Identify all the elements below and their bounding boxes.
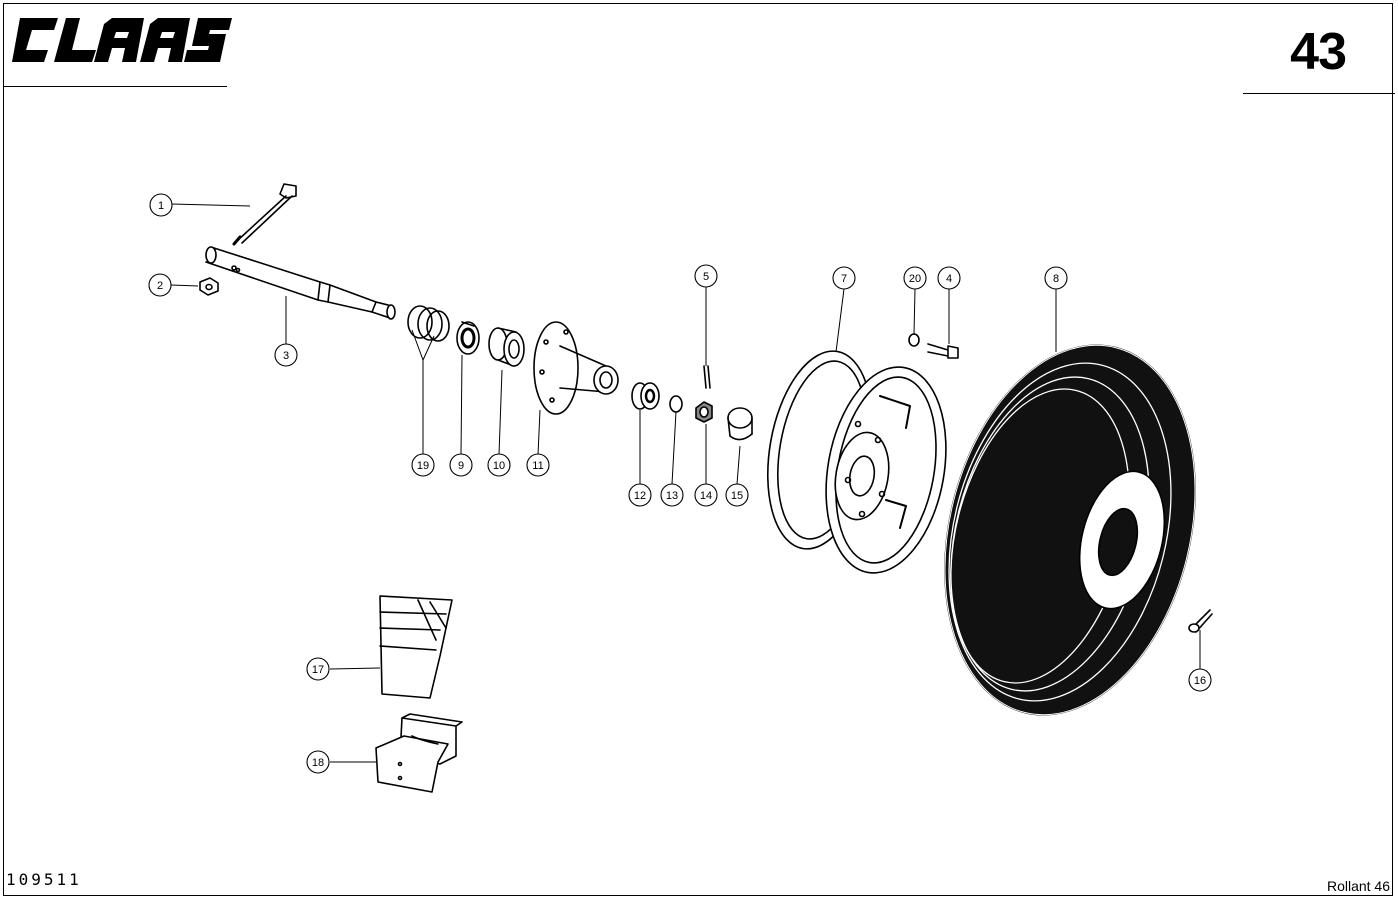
callout-17: 17 [306, 657, 330, 681]
callout-10: 10 [487, 453, 511, 477]
svg-text:11: 11 [532, 460, 543, 472]
svg-text:13: 13 [666, 490, 678, 502]
callout-4: 4 [937, 266, 961, 290]
callout-11: 11 [526, 453, 550, 477]
callout-3: 3 [274, 343, 298, 367]
part-wheel-bolt [927, 343, 959, 359]
part-stub-axle [205, 246, 396, 320]
callout-9: 9 [449, 453, 473, 477]
svg-text:17: 17 [312, 664, 324, 676]
callout-12: 12 [628, 483, 652, 507]
svg-text:4: 4 [946, 273, 952, 285]
claas-logo [12, 18, 232, 62]
svg-text:10: 10 [493, 460, 505, 472]
callout-18: 18 [306, 750, 330, 774]
model-name: Rollant 46 [1326, 878, 1390, 894]
part-split-pin [703, 365, 711, 389]
callout-14: 14 [694, 483, 718, 507]
part-washer [669, 395, 683, 413]
callout-1: 1 [149, 193, 173, 217]
part-bolt [232, 183, 297, 246]
part-nut [199, 277, 219, 296]
part-small-washer [908, 333, 920, 347]
svg-text:5: 5 [703, 271, 709, 283]
part-wheel-chock [379, 595, 453, 699]
callout-15: 15 [725, 483, 749, 507]
callout-16: 16 [1188, 668, 1212, 692]
callout-13: 13 [660, 483, 684, 507]
svg-text:1: 1 [158, 200, 164, 212]
part-tyre [944, 344, 1196, 716]
callout-19: 19 [411, 453, 435, 477]
callout-20: 20 [903, 266, 927, 290]
svg-text:16: 16 [1194, 675, 1206, 687]
page-frame [3, 3, 1393, 896]
callout-7: 7 [832, 266, 856, 290]
svg-text:15: 15 [731, 490, 743, 502]
svg-text:19: 19 [417, 460, 429, 472]
part-hub [533, 321, 619, 415]
svg-text:20: 20 [909, 273, 921, 285]
callout-8: 8 [1044, 266, 1068, 290]
logo-underline [3, 86, 227, 87]
part-castle-nut [695, 401, 713, 423]
svg-text:14: 14 [700, 490, 712, 502]
svg-text:3: 3 [283, 350, 289, 362]
part-valve [1188, 609, 1213, 633]
page-number-underline [1243, 93, 1395, 94]
part-small-bearing [631, 382, 660, 410]
svg-text:18: 18 [312, 757, 324, 769]
part-rim [766, 350, 947, 574]
svg-text:2: 2 [157, 280, 163, 292]
part-hub-cap [727, 407, 753, 441]
callout-5: 5 [694, 264, 718, 288]
svg-text:9: 9 [458, 460, 464, 472]
part-chock-holder [375, 713, 463, 793]
part-seal [456, 321, 480, 355]
drawing-number: 109511 [6, 870, 82, 889]
svg-text:8: 8 [1053, 273, 1059, 285]
callout-2: 2 [148, 273, 172, 297]
svg-text:7: 7 [841, 273, 847, 285]
part-bearing [488, 327, 525, 367]
svg-text:12: 12 [634, 490, 646, 502]
part-retaining-rings [407, 305, 450, 342]
page-number: 43 [1290, 23, 1347, 81]
